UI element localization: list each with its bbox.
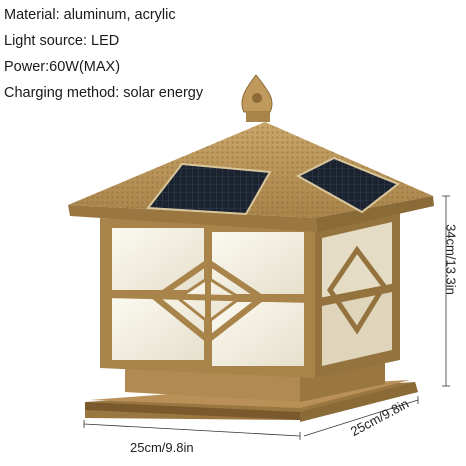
spec-light-source: Light source: LED [4, 33, 120, 49]
lamp-roof [68, 122, 434, 232]
lamp-body [100, 210, 400, 378]
spec-material: Material: aluminum, acrylic [4, 7, 176, 23]
height-dimension-label: 34cm/13.3in [443, 224, 459, 295]
spec-charging-method: Charging method: solar energy [4, 85, 204, 101]
spec-list: Material: aluminum, acrylic Light source… [4, 2, 203, 106]
solar-panel-side [295, 156, 400, 214]
dimension-lines [83, 195, 450, 440]
spec-power: Power:60W(MAX) [4, 59, 121, 75]
width-dimension-label: 25cm/9.8in [130, 440, 194, 455]
lamp-finial [241, 74, 273, 122]
solar-panel-front [146, 162, 272, 216]
